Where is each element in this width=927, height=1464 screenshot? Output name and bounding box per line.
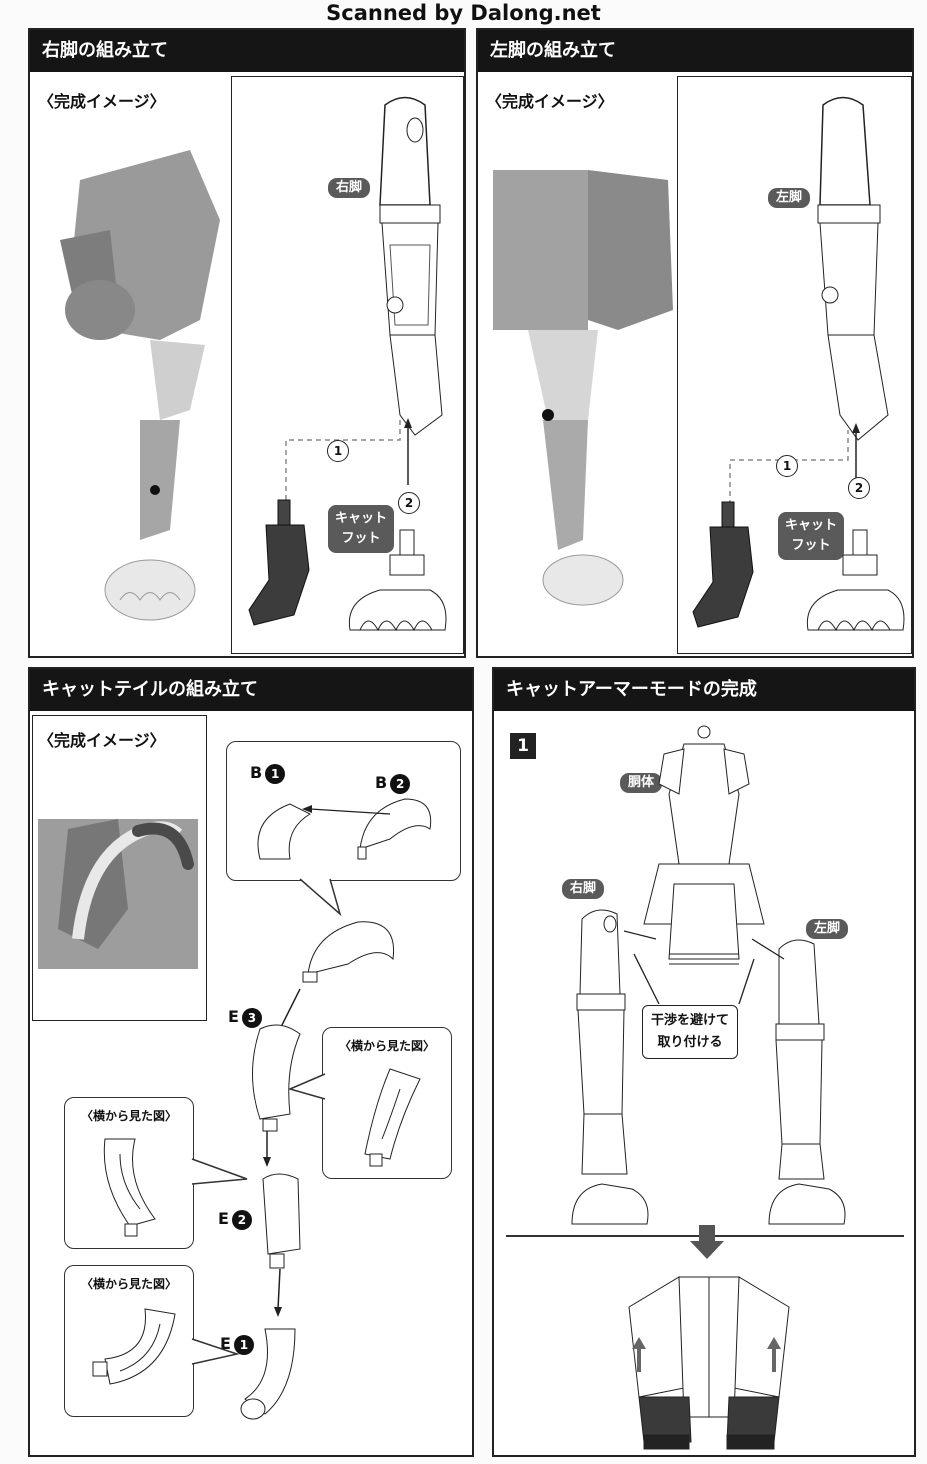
right-step1-marker: 1 (327, 440, 349, 462)
bubble-pointer (191, 1158, 248, 1185)
tail-complete-image (38, 819, 198, 969)
attach-lines (623, 930, 785, 1005)
step-number: 1 (510, 733, 536, 759)
right-leg-complete-image (60, 150, 220, 621)
left-leg-label: 左脚 (806, 919, 849, 939)
right-leg-label: 右脚 (562, 879, 605, 899)
right-step2-marker: 2 (398, 492, 420, 514)
armor-right-leg-part (571, 909, 649, 1225)
right-leg-panel: 右脚の組み立て 〈完成イメージ〉 右脚 1 2 キャット フット (28, 28, 466, 658)
left-step1-marker: 1 (776, 455, 798, 477)
scanner-credit: Scanned by Dalong.net (326, 1, 601, 25)
side-view-e1-drawing (92, 1308, 176, 1385)
left-leg-part (817, 96, 889, 441)
side-view-e3-drawing (364, 1068, 421, 1167)
side-view-title: 〈横から見た図〉 (80, 1109, 177, 1123)
complete-image-caption: 〈完成イメージ〉 (38, 731, 166, 750)
right-leg-label: 右脚 (328, 178, 371, 198)
bubble-pointer (191, 1338, 240, 1365)
torso-label: 胴体 (620, 773, 663, 793)
complete-image-caption: 〈完成イメージ〉 (486, 92, 614, 111)
left-cat-foot-label: キャット フット (778, 512, 845, 560)
right-black-foot-part (248, 499, 310, 626)
left-cat-foot-part (806, 529, 905, 632)
armor-complete-rear-view (628, 1276, 790, 1450)
attach-note: 干渉を避けて 取り付ける (642, 1005, 739, 1059)
bubble-pointer (299, 878, 342, 917)
left-leg-panel: 左脚の組み立て 〈完成イメージ〉 左脚 1 2 キャット フット (476, 28, 914, 658)
right-leg-title: 右脚の組み立て (30, 30, 464, 72)
right-cat-foot-label: キャット フット (328, 505, 395, 553)
right-leg-part (379, 96, 443, 436)
complete-image-caption: 〈完成イメージ〉 (38, 92, 166, 111)
part-e1-drawing (240, 1328, 296, 1420)
armor-mode-title: キャットアーマーモードの完成 (494, 669, 914, 711)
bubble-pointer (287, 1073, 326, 1100)
left-leg-label: 左脚 (768, 188, 811, 208)
part-e2-drawing (262, 1173, 301, 1269)
torso-part (643, 725, 765, 965)
left-black-foot-part (692, 501, 754, 628)
right-cat-foot-part (348, 529, 447, 632)
part-e3-drawing (252, 1024, 301, 1132)
tail-tip-parts-drawing (257, 798, 432, 860)
side-view-bubble-e1 (64, 1265, 194, 1417)
left-leg-complete-image (493, 170, 673, 606)
right-leg-arrows (285, 418, 412, 500)
tail-tip-assembled (302, 921, 395, 983)
tail-title: キャットテイルの組み立て (30, 669, 472, 711)
side-view-e2-drawing (103, 1138, 156, 1237)
down-arrow-icon (690, 1225, 724, 1259)
armor-mode-panel: キャットアーマーモードの完成 1 胴体 右脚 左脚 干渉を避けて 取り付ける (492, 667, 916, 1457)
left-step2-marker: 2 (848, 477, 870, 499)
side-view-title: 〈横から見た図〉 (338, 1039, 435, 1053)
side-view-title: 〈横から見た図〉 (80, 1277, 177, 1291)
armor-left-leg-part (768, 939, 846, 1225)
left-leg-title: 左脚の組み立て (478, 30, 912, 72)
